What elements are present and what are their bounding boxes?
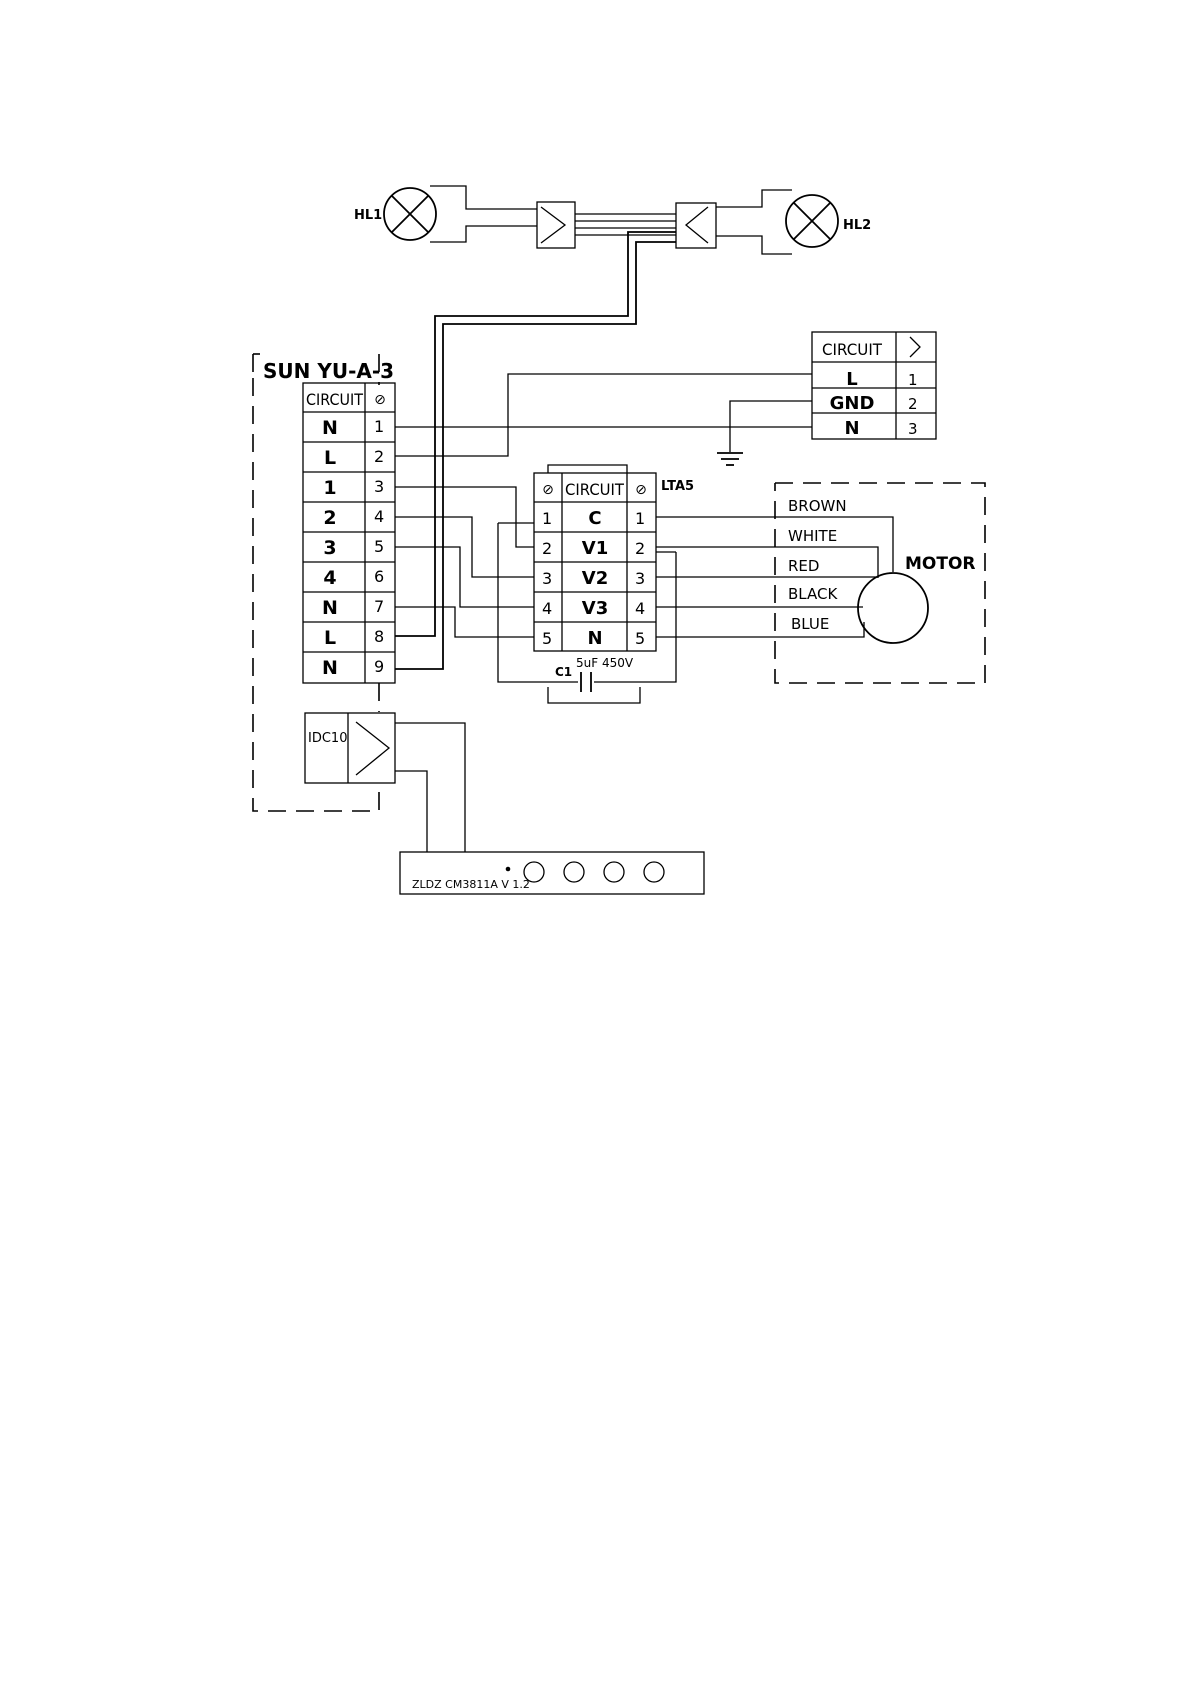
controller-to-lta5-wires	[395, 487, 534, 637]
lta5-header-screw-left: ⊘	[542, 482, 554, 498]
control-board-button-3[interactable]	[604, 862, 624, 882]
controller-row-label: L	[324, 447, 336, 469]
supply-row-number: 3	[908, 420, 918, 438]
motor-wire-label: WHITE	[788, 527, 837, 545]
idc10-label: IDC10	[308, 731, 347, 746]
controller-row-number: 7	[374, 597, 384, 616]
controller-row-number: 6	[374, 567, 384, 586]
supply-row-label: L	[846, 369, 857, 390]
motor-label: MOTOR	[905, 554, 976, 574]
control-board: ZLDZ CM3811A V 1.2	[400, 852, 704, 894]
lta5-label: LTA5	[661, 479, 694, 494]
motor-wire-label: BLACK	[788, 585, 838, 603]
controller-header-screw: ⊘	[374, 392, 386, 408]
lamp-hl1-wiring	[430, 186, 537, 242]
lta5-row-label: V2	[582, 568, 608, 589]
controller-row-number: 1	[374, 417, 384, 436]
supply-arrow-icon	[910, 337, 920, 357]
lta5-row-right-number: 1	[635, 509, 645, 528]
lamp-socket-connector	[676, 203, 716, 248]
controller-row-label: 4	[323, 567, 336, 589]
controller-row-number: 2	[374, 447, 384, 466]
controller-row-label: 2	[323, 507, 336, 529]
idc10-cable	[395, 723, 465, 852]
lamp-plug-connector	[537, 202, 575, 248]
capacitor-name: C1	[555, 665, 572, 679]
lta5-header-circuit: CIRCUIT	[565, 480, 624, 499]
lta5-rows: 1 C 1 2 V1 2 3 V2 3 4 V3 4 5 N 5	[542, 508, 645, 649]
supply-row-number: 1	[908, 371, 918, 389]
lta5-row-left-number: 4	[542, 599, 552, 618]
controller-row-number: 8	[374, 627, 384, 646]
controller-row-label: N	[322, 597, 338, 619]
idc10-connector: IDC10	[305, 713, 395, 783]
lamp-hl2: HL2	[786, 195, 871, 247]
controller-row-label: N	[322, 417, 338, 439]
capacitor-rating: 5uF 450V	[576, 656, 634, 670]
controller-row-label: 3	[323, 537, 336, 559]
control-board-button-2[interactable]	[564, 862, 584, 882]
supply-wiring	[395, 374, 812, 456]
controller-header-circuit: CIRCUIT	[306, 390, 363, 409]
controller-title: SUN YU-A-3	[263, 359, 394, 383]
controller-row-label: N	[322, 657, 338, 679]
lamp-hl1: HL1	[354, 188, 436, 240]
lta5-row-label: V3	[582, 598, 608, 619]
lta5-terminal-block	[534, 473, 656, 651]
lta5-row-left-number: 3	[542, 569, 552, 588]
lta5-row-right-number: 4	[635, 599, 645, 618]
lamp-feed-wires	[395, 232, 676, 669]
lta5-row-right-number: 5	[635, 629, 645, 648]
lta5-header-screw-right: ⊘	[635, 482, 647, 498]
lta5-row-label: N	[587, 628, 602, 649]
controller-row-label: 1	[323, 477, 336, 499]
lta5-row-left-number: 2	[542, 539, 552, 558]
motor-wire-label: BLUE	[791, 615, 829, 633]
supply-row-label: GND	[830, 393, 875, 414]
supply-row-label: N	[844, 418, 859, 439]
controller-row-number: 4	[374, 507, 384, 526]
control-board-button-1[interactable]	[524, 862, 544, 882]
motor-symbol	[858, 573, 928, 643]
motor-wire-label: BROWN	[788, 497, 847, 515]
controller-row-number: 9	[374, 657, 384, 676]
lta5-row-right-number: 2	[635, 539, 645, 558]
lta5-row-left-number: 5	[542, 629, 552, 648]
lamp-hl1-label: HL1	[354, 208, 382, 223]
control-board-label: ZLDZ CM3811A V 1.2	[412, 878, 530, 891]
lta5-row-label: V1	[582, 538, 608, 559]
supply-header-circuit: CIRCUIT	[822, 340, 882, 359]
lta5-row-right-number: 3	[635, 569, 645, 588]
lamp-hl2-wiring	[716, 190, 792, 254]
controller-row-label: L	[324, 627, 336, 649]
motor-wire-label: RED	[788, 557, 819, 575]
supply-row-number: 2	[908, 395, 918, 413]
controller-row-number: 3	[374, 477, 384, 496]
lamp-hl2-label: HL2	[843, 218, 871, 233]
control-board-button-4[interactable]	[644, 862, 664, 882]
ground-icon	[717, 453, 743, 465]
lta5-row-left-number: 1	[542, 509, 552, 528]
lta5-row-label: C	[588, 508, 601, 529]
controller-row-number: 5	[374, 537, 384, 556]
